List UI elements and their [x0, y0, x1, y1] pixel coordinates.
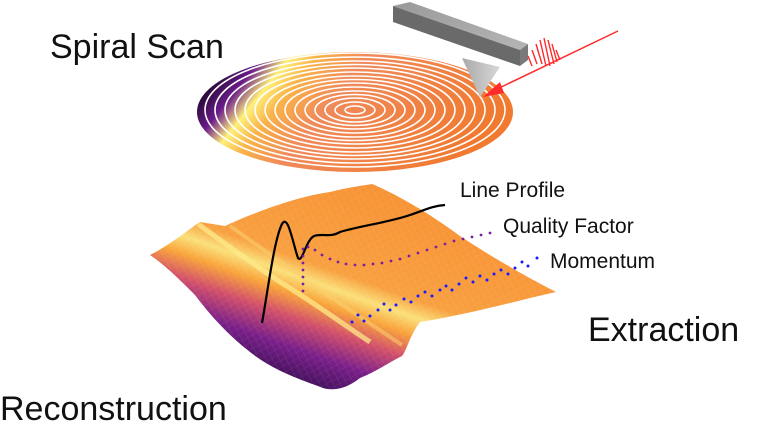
- quality-factor-dots: [301, 231, 492, 293]
- spiral-disc: [197, 52, 513, 172]
- label-extraction: Extraction: [588, 311, 740, 349]
- label-reconstruction: Reconstruction: [0, 390, 227, 428]
- laser-pulse: [483, 30, 619, 97]
- cantilever: [393, 2, 528, 97]
- reconstructed-surface: [150, 184, 556, 390]
- laser-arrowhead: [483, 82, 504, 97]
- label-line-profile: Line Profile: [460, 179, 566, 202]
- afm-tip: [462, 58, 500, 97]
- label-spiral-scan: Spiral Scan: [50, 28, 224, 66]
- label-momentum: Momentum: [550, 250, 656, 273]
- line-profile-curve: [260, 203, 446, 324]
- momentum-dots: [350, 256, 539, 324]
- label-quality-factor: Quality Factor: [503, 215, 634, 238]
